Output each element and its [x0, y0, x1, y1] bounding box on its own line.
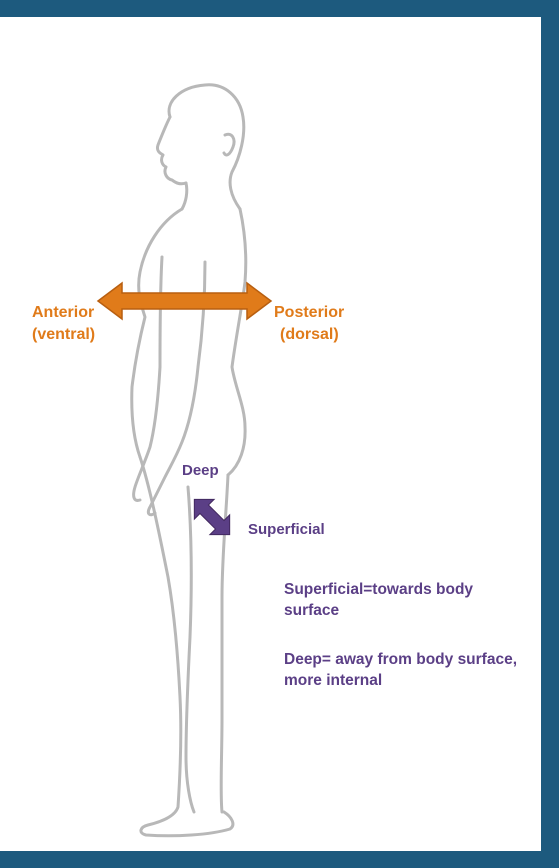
ventral-label: (ventral): [32, 326, 96, 343]
dorsal-label: (dorsal): [280, 326, 339, 343]
deep-label: Deep: [182, 462, 219, 479]
anterior-posterior-arrow-icon: [96, 281, 273, 321]
deep-superficial-arrow-icon: [193, 498, 231, 536]
deep-definition: Deep= away from body surface, more inter…: [284, 651, 518, 689]
superficial-label: Superficial: [248, 521, 325, 538]
anterior-label: Anterior: [32, 304, 95, 321]
body-outline-icon: [130, 83, 248, 838]
posterior-label: Posterior: [274, 304, 345, 321]
body-diagram: [96, 83, 273, 838]
diagram-panel: Anterior (ventral) Posterior (dorsal) De…: [0, 17, 541, 851]
superficial-definition: Superficial=towards body surface: [284, 581, 474, 619]
